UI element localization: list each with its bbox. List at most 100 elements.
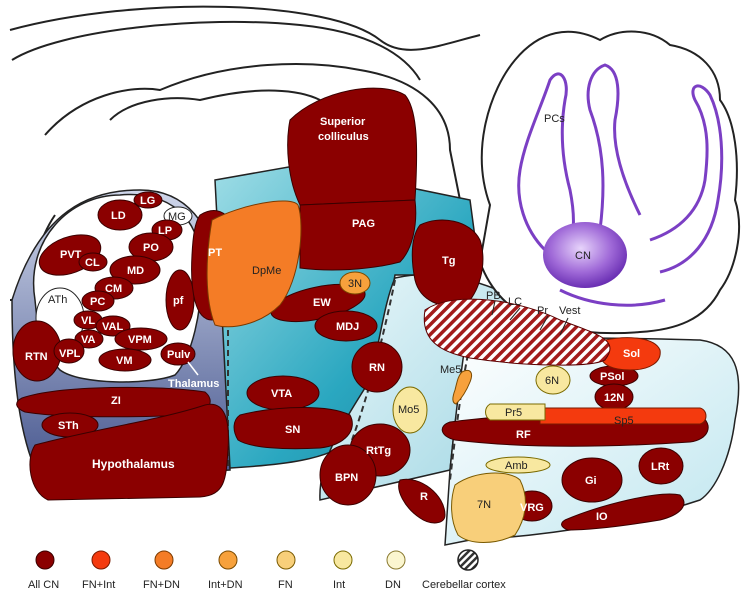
mo5-nucleus [392, 386, 428, 434]
label-pt: PT [208, 247, 222, 259]
pr5-nucleus [485, 403, 546, 421]
label-pr5: Pr5 [505, 407, 522, 419]
legend-swatch-int-dn [218, 550, 238, 570]
sn-nucleus [233, 407, 353, 450]
label-va: VA [81, 334, 96, 346]
pag-nucleus [299, 199, 417, 271]
label-mdj: MDJ [336, 321, 359, 333]
cerebellar-nuclei [543, 222, 627, 288]
label-sc-1: Superior [320, 116, 366, 128]
legend-swatch-fn [276, 550, 296, 570]
nuclei-fn-dn [206, 200, 302, 328]
legend-label-fn: FN [278, 579, 293, 591]
lg-nucleus [133, 191, 163, 209]
7n-nucleus [451, 472, 526, 543]
nuclei-fn-int [539, 337, 707, 425]
6n-nucleus [535, 365, 571, 395]
val-nucleus [95, 315, 131, 337]
label-lc: LC [508, 296, 522, 308]
r-nucleus [398, 478, 446, 524]
me5-nucleus [452, 369, 473, 405]
label-mo5: Mo5 [398, 404, 419, 416]
legend-item-fn-dn: FN+DN [143, 550, 180, 591]
legend-item-all-cn: All CN [28, 550, 59, 591]
mdj-nucleus [314, 310, 378, 342]
legend-item-int-dn: Int+DN [208, 550, 243, 591]
pf-nucleus [165, 269, 195, 331]
3n-nucleus [339, 271, 371, 295]
label-rtn: RTN [25, 351, 48, 363]
label-vest: Vest [559, 305, 580, 317]
io-nucleus [561, 493, 685, 531]
legend-label-dn: DN [385, 579, 401, 591]
label-psol: PSol [600, 371, 624, 383]
superior-colliculus [287, 87, 418, 206]
label-po: PO [143, 242, 159, 254]
label-val: VAL [102, 321, 123, 333]
label-pf: pf [173, 295, 184, 307]
labels: LG MG LD LP PVT CL PO MD ATh CM PC pf VL… [25, 116, 670, 523]
label-vl: VL [81, 315, 95, 327]
vpm-nucleus [114, 327, 168, 351]
label-ld: LD [111, 210, 126, 222]
label-lrt: LRt [651, 461, 670, 473]
label-sc-2: colliculus [318, 131, 369, 143]
label-thalamus: Thalamus [168, 378, 219, 390]
md-nucleus [109, 255, 161, 285]
label-vm: VM [116, 355, 133, 367]
label-rn: RN [369, 362, 385, 374]
legend-swatch-all-cn [35, 550, 55, 570]
dpme-nucleus [206, 200, 302, 328]
legend-label-int: Int [333, 579, 345, 591]
label-hypothalamus: Hypothalamus [92, 457, 175, 471]
label-ath: ATh [48, 294, 67, 306]
label-vpl: VPL [59, 348, 81, 360]
vm-nucleus [98, 348, 152, 372]
legend-label-fn-int: FN+Int [82, 579, 115, 591]
legend-item-fn-int: FN+Int [82, 550, 115, 591]
cerebellum: CN PCs [478, 30, 741, 335]
label-pvt: PVT [60, 249, 82, 261]
nuclei-int [392, 365, 571, 474]
legend-swatch-int [333, 550, 353, 570]
label-lg: LG [140, 195, 155, 207]
label-mg: MG [168, 211, 186, 223]
label-pb: PB [486, 290, 501, 302]
pulv-nucleus [160, 342, 196, 366]
label-vta: VTA [271, 388, 292, 400]
label-tg: Tg [442, 255, 455, 267]
legend: All CN FN+Int FN+DN Int+DN FN Int DN Ce [28, 549, 506, 591]
legend-label-int-dn: Int+DN [208, 579, 243, 591]
label-gi: Gi [585, 475, 597, 487]
label-sp5: Sp5 [614, 415, 634, 427]
hypothalamus [29, 403, 229, 501]
label-md: MD [127, 265, 144, 277]
label-vpm: VPM [128, 334, 152, 346]
cerebellar-cortex-strip [423, 298, 611, 366]
label-r: R [420, 491, 428, 503]
legend-swatch-dn [386, 550, 406, 570]
lrt-nucleus [638, 447, 684, 485]
vpl-nucleus [53, 338, 85, 364]
label-sn: SN [285, 424, 300, 436]
gi-nucleus [561, 457, 623, 503]
label-pc: PC [90, 296, 105, 308]
sp5-nucleus [539, 407, 707, 425]
legend-swatch-fn-dn [154, 550, 174, 570]
label-sol: Sol [623, 348, 640, 360]
label-vrg: VRG [520, 502, 544, 514]
label-12n: 12N [604, 392, 624, 404]
purkinje-layer [517, 63, 724, 307]
legend-swatch-cerebellar-cortex [457, 549, 479, 571]
label-pag: PAG [352, 218, 375, 230]
label-cm: CM [105, 283, 122, 295]
cl-nucleus [78, 252, 108, 272]
label-zi: ZI [111, 395, 121, 407]
amb-nucleus [485, 456, 551, 474]
nuclei-int-dn [339, 271, 473, 405]
label-io: IO [596, 511, 608, 523]
pc-nucleus [81, 290, 115, 312]
label-dpme: DpMe [252, 265, 281, 277]
label-cl: CL [85, 257, 100, 269]
label-amb: Amb [505, 460, 528, 472]
